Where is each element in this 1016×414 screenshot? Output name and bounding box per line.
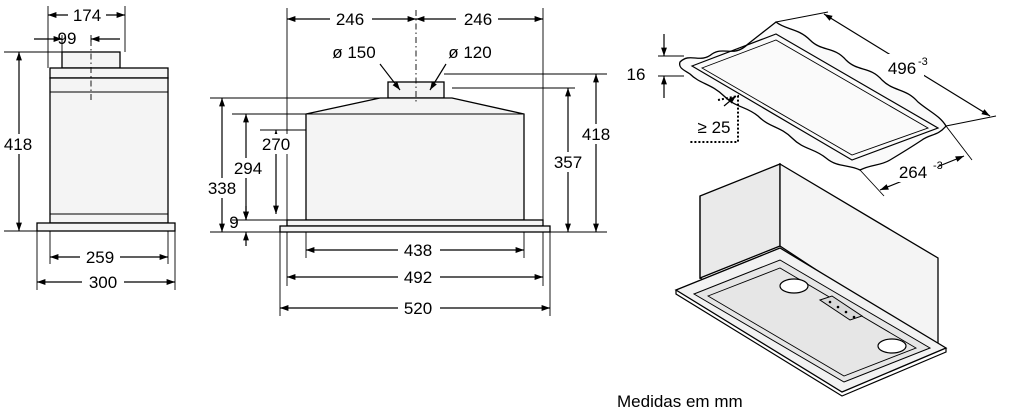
side-dim-270: 270 bbox=[262, 135, 290, 154]
side-dim-294: 294 bbox=[234, 159, 262, 178]
units-note: Medidas em mm bbox=[617, 392, 743, 411]
side-frame bbox=[286, 219, 544, 227]
hood-filter-panel bbox=[692, 259, 932, 383]
cutout-dim-264-tolerance: -3 bbox=[933, 160, 943, 172]
side-dim-dia-120: ø 120 bbox=[448, 43, 491, 62]
front-top-plate bbox=[49, 67, 169, 79]
cutout-view: 16 496 -3 264 -3 ≥ 25 bbox=[627, 11, 997, 197]
front-dim-300: 300 bbox=[89, 273, 117, 292]
front-base bbox=[36, 222, 176, 232]
hood-light-right bbox=[877, 338, 907, 354]
hood-3d-view bbox=[674, 162, 948, 397]
side-dim-438: 438 bbox=[404, 241, 432, 260]
hood-light-left bbox=[779, 278, 809, 294]
front-dim-259: 259 bbox=[86, 248, 114, 267]
cutout-dim-16: 16 bbox=[627, 65, 646, 84]
side-dim-338: 338 bbox=[208, 179, 236, 198]
side-dim-520: 520 bbox=[404, 299, 432, 318]
side-body bbox=[305, 97, 525, 221]
cutout-dim-min-25: ≥ 25 bbox=[698, 118, 731, 137]
side-dim-357: 357 bbox=[554, 153, 582, 172]
side-dim-418: 418 bbox=[582, 125, 610, 144]
front-view: 174 99 418 259 300 bbox=[0, 5, 176, 292]
front-dim-99: 99 bbox=[58, 29, 77, 48]
front-dim-418: 418 bbox=[4, 135, 32, 154]
cutout-inner-rim bbox=[690, 33, 940, 161]
side-dim-dia-150: ø 150 bbox=[332, 43, 375, 62]
side-dim-492: 492 bbox=[404, 268, 432, 287]
side-dim-9: 9 bbox=[229, 213, 238, 232]
cutout-dim-496-tolerance: -3 bbox=[918, 56, 928, 68]
cutout-dim-496: 496 bbox=[888, 59, 916, 78]
side-dim-246-left: 246 bbox=[336, 10, 364, 29]
side-view: 246 246 ø 150 ø 120 357 418 338 294 270 bbox=[202, 8, 614, 318]
side-base-plate bbox=[279, 225, 551, 233]
front-body bbox=[49, 77, 169, 224]
cutout-dim-264: 264 bbox=[899, 163, 927, 182]
cutout-panel-outline bbox=[678, 21, 947, 171]
front-dim-174: 174 bbox=[73, 6, 101, 25]
side-dim-246-right: 246 bbox=[464, 10, 492, 29]
